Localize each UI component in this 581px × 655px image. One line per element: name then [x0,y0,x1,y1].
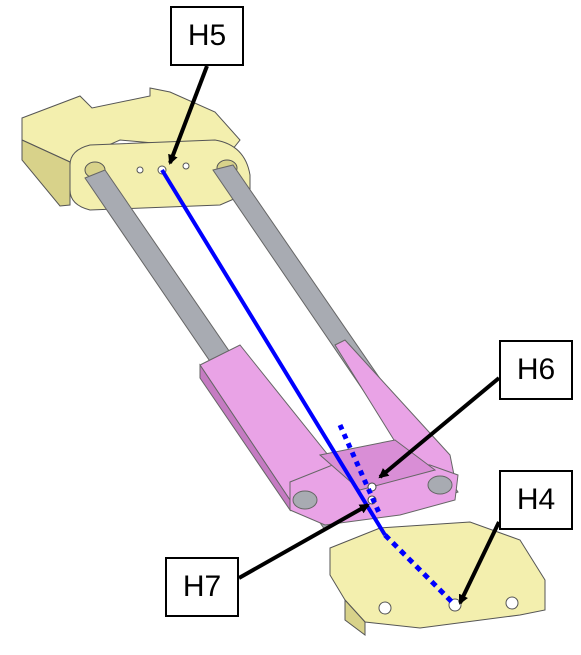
arrow-icon [378,376,501,479]
bottom-end-block [329,521,546,636]
arrow-icon [458,521,501,605]
axis-line [160,168,457,607]
arrow-icon [168,65,209,165]
label-h7: H7 [165,557,239,617]
label-h6: H6 [499,340,573,400]
arrow-icon [238,503,370,580]
label-h4: H4 [499,470,573,530]
callout-arrows [168,65,501,605]
label-h5: H5 [170,6,244,66]
top-end-block [21,87,251,211]
carriage [199,339,459,526]
